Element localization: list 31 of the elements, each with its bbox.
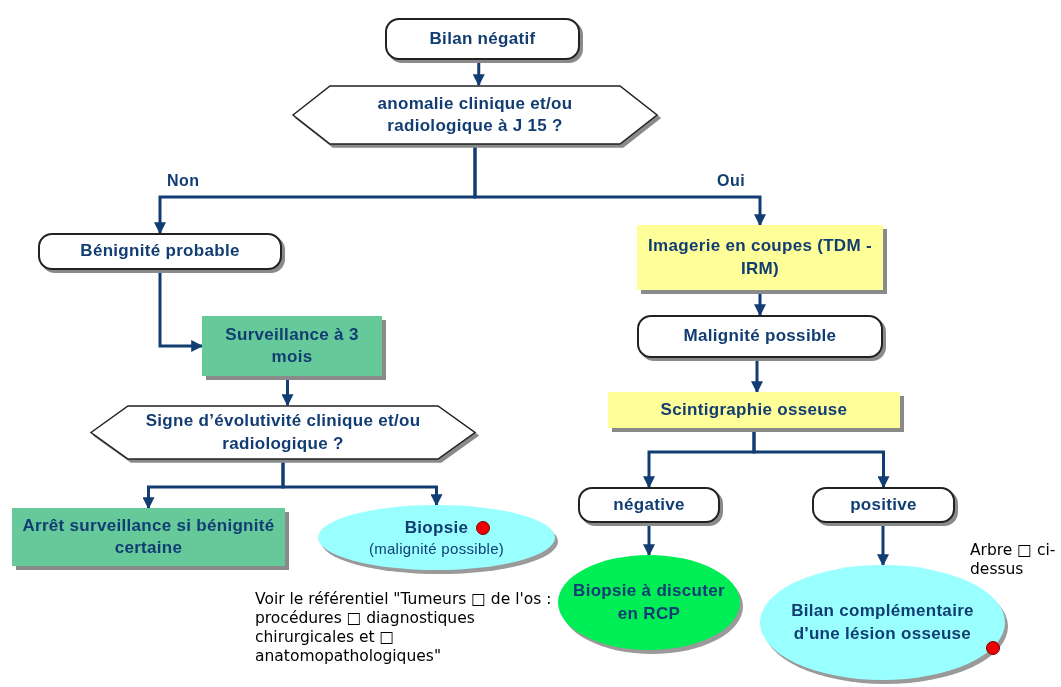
terminal-box xyxy=(578,487,720,523)
node-text: Bilan complémentaire d'une lésion osseuse xyxy=(790,600,975,645)
terminal-box xyxy=(385,18,580,60)
arrow xyxy=(751,358,763,394)
node-text: Imagerie en coupes (TDM - IRM) xyxy=(647,235,873,280)
decision-hexagon xyxy=(290,85,660,145)
node-text: Bilan négatif xyxy=(428,27,537,50)
arrow xyxy=(877,523,889,567)
node-text: Biopsie xyxy=(403,516,470,539)
node-text: Arrêt surveillance si bénignité certaine xyxy=(21,514,276,559)
terminal-box xyxy=(637,315,883,358)
terminal-box xyxy=(812,487,955,523)
arrow xyxy=(473,145,766,227)
arrow xyxy=(281,460,443,507)
node-text: Surveillance à 3 mois xyxy=(224,323,360,368)
terminal-box xyxy=(38,233,282,270)
node-text: négative xyxy=(612,493,686,516)
decision-hexagon xyxy=(88,405,478,460)
node-text: Signe d’évolutivité clinique et/ou radiologique ? xyxy=(144,410,422,455)
note-text: Arbre □ ci-dessus xyxy=(970,541,1057,579)
arrow xyxy=(643,523,655,557)
arrow xyxy=(158,270,204,352)
note-text: Voir le référentiel "Tumeurs □ de l'os : procédures □ diagnostiques chirurgicales et □ anatomopathologiques" xyxy=(255,590,553,666)
node-text: positive xyxy=(849,493,918,516)
arrow xyxy=(472,60,485,87)
node-text: Biopsie à discuter en RCP xyxy=(572,580,726,625)
node-text: Scintigraphie osseuse xyxy=(659,398,849,421)
node-text: Bénignité probable xyxy=(79,240,241,263)
node-text: Malignité possible xyxy=(682,325,838,348)
node-subtext: (malignité possible) xyxy=(367,538,506,559)
node-text: anomalie clinique et/ou radiologique à J 15 ? xyxy=(376,92,574,137)
